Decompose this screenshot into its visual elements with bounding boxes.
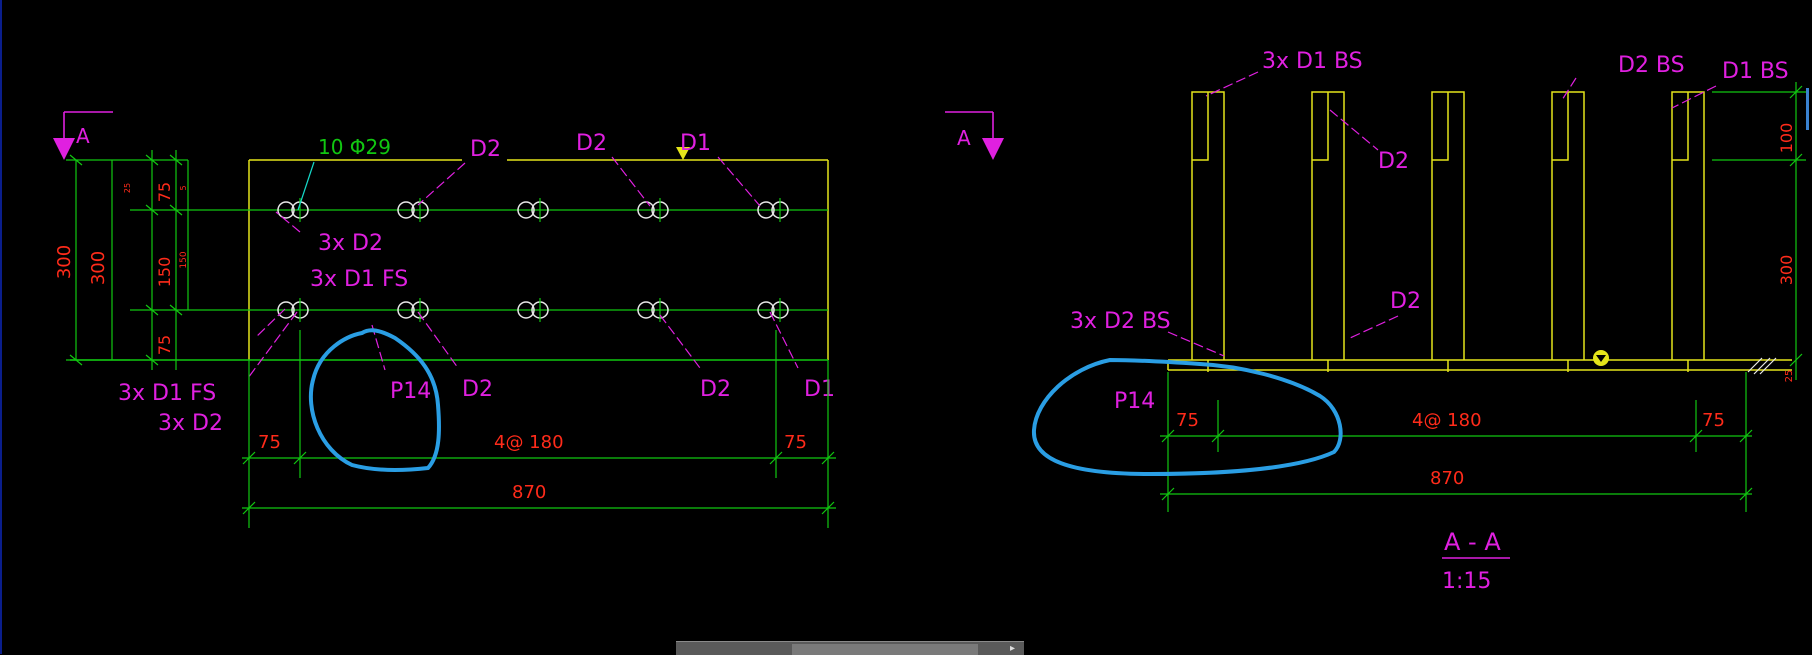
stirrup xyxy=(1431,91,1465,372)
plan-dim-870: 870 xyxy=(512,482,546,503)
plan-label-3x-d2: 3x D2 xyxy=(318,231,383,256)
rebar-pair xyxy=(517,198,549,222)
stirrup xyxy=(1671,91,1705,372)
section-dim-75-right: 75 xyxy=(1702,410,1725,431)
plate-outline xyxy=(248,159,829,360)
section-label-d2-b: D2 xyxy=(1390,289,1421,314)
section-arrow-icon xyxy=(53,138,75,160)
rebar-bar-icon xyxy=(637,201,655,219)
rebar-pair xyxy=(757,298,789,322)
rebar-pair xyxy=(517,298,549,322)
section-label-d2-bs: D2 BS xyxy=(1618,53,1685,78)
rebar-bar-icon xyxy=(517,201,535,219)
plan-label-p14: P14 xyxy=(390,379,431,404)
dim-small-25: 25 xyxy=(123,183,132,193)
rebar-pair xyxy=(397,198,429,222)
rebar-pair xyxy=(637,198,669,222)
rebar-bar-icon xyxy=(277,301,295,319)
markup-circle-plan xyxy=(308,328,441,472)
plan-label-d2-top-2: D2 xyxy=(576,131,607,156)
section-bottom-dimensions xyxy=(1160,372,1753,512)
section-base-plate xyxy=(1167,359,1792,371)
stirrup xyxy=(1551,91,1585,372)
plan-left-dimensions xyxy=(66,150,189,370)
section-mark-left-label: A xyxy=(76,124,90,148)
plan-label-d1-top: D1 xyxy=(680,131,711,156)
rebar-bar-icon xyxy=(757,301,775,319)
section-title: A - A xyxy=(1444,528,1501,556)
section-right-dimensions xyxy=(1712,82,1806,380)
section-dim-870: 870 xyxy=(1430,468,1464,489)
window-left-border xyxy=(0,0,2,654)
rebar-pair xyxy=(277,298,309,322)
rebar-bar-icon xyxy=(637,301,655,319)
markup-circle-section xyxy=(1031,357,1343,477)
dim-small-5: 5 xyxy=(179,185,188,190)
dim-300-outer: 300 xyxy=(54,245,75,279)
plan-label-d1-bottom: D1 xyxy=(804,377,835,402)
section-mark-right-label: A xyxy=(957,126,971,150)
rebar-bar-icon xyxy=(397,301,415,319)
rebar-bar-icon xyxy=(397,201,415,219)
dim-75-top: 75 xyxy=(155,182,174,202)
stirrups xyxy=(1191,91,1705,372)
rebar-pairs xyxy=(277,198,789,322)
section-dim-300: 300 xyxy=(1777,255,1796,286)
plan-label-d2-bottom-2: D2 xyxy=(700,377,731,402)
stirrup xyxy=(1191,91,1225,372)
plan-label-d2-bottom-1: D2 xyxy=(462,377,493,402)
section-label-d2-a: D2 xyxy=(1378,149,1409,174)
weld-marker-icon xyxy=(676,147,690,160)
rebar-pair xyxy=(637,298,669,322)
callout-leader xyxy=(297,161,315,211)
plan-view: A xyxy=(53,111,836,528)
plan-label-3x-d1-fs: 3x D1 FS xyxy=(310,267,408,292)
plan-dim-4x180: 4@ 180 xyxy=(494,432,564,453)
section-label-3x-d1-bs: 3x D1 BS xyxy=(1262,49,1363,74)
rebar-pair xyxy=(397,298,429,322)
dim-small-150: 150 xyxy=(179,251,189,268)
section-label-3x-d2-bs: 3x D2 BS xyxy=(1070,309,1171,334)
stirrup xyxy=(1311,91,1345,372)
rebar-bar-icon xyxy=(757,201,775,219)
rebar-bar-icon xyxy=(277,201,295,219)
rebar-bar-icon xyxy=(517,301,535,319)
section-dim-4x180: 4@ 180 xyxy=(1412,410,1482,431)
weld-marker-arrow-icon xyxy=(1596,355,1606,362)
section-marker-left xyxy=(53,111,113,160)
plan-label-d2-top-1: D2 xyxy=(470,137,501,162)
rebar-pair xyxy=(277,198,309,222)
section-dim-75-left: 75 xyxy=(1176,410,1199,431)
section-label-p14: P14 xyxy=(1114,389,1155,414)
section-marker-right xyxy=(945,111,1004,160)
horizontal-scrollbar-thumb[interactable] xyxy=(792,644,978,655)
vertical-scroll-indicator[interactable] xyxy=(1806,88,1809,130)
section-view: A 100 300 25 xyxy=(945,49,1806,594)
section-dim-small: 25 xyxy=(1784,370,1795,383)
section-scale: 1:15 xyxy=(1442,569,1491,594)
plan-label-3x-d2-low: 3x D2 xyxy=(158,411,223,436)
rebar-callout: 10 Φ29 xyxy=(318,135,391,159)
section-label-d1-bs: D1 BS xyxy=(1722,59,1789,84)
dim-75-bottom: 75 xyxy=(155,335,174,355)
section-leaders xyxy=(1167,71,1717,357)
section-edge-hatch xyxy=(1747,357,1777,375)
dim-300-inner: 300 xyxy=(88,251,109,285)
horizontal-scrollbar[interactable]: ▸ xyxy=(676,641,1024,655)
section-dim-100: 100 xyxy=(1777,123,1796,154)
rebar-pair xyxy=(757,198,789,222)
scroll-right-arrow-icon[interactable]: ▸ xyxy=(1010,643,1016,654)
plan-label-3x-d1-fs-low: 3x D1 FS xyxy=(118,381,216,406)
plan-dim-75-left: 75 xyxy=(258,432,281,453)
dim-150: 150 xyxy=(155,257,174,288)
section-arrow-icon xyxy=(982,138,1004,160)
plan-dim-75-right: 75 xyxy=(784,432,807,453)
